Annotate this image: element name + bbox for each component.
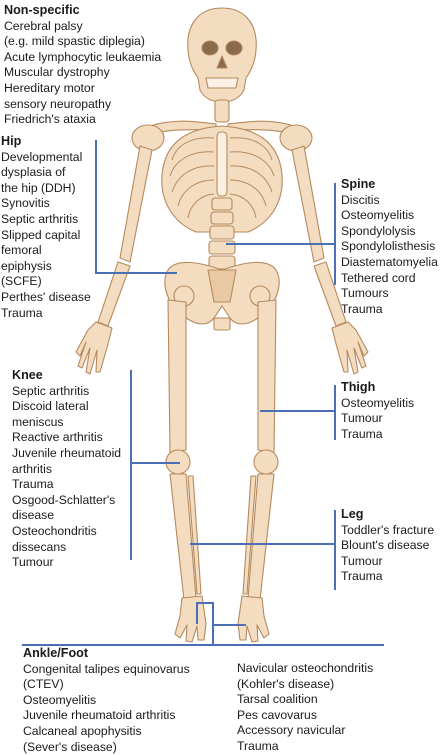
spine-pointer-vertical xyxy=(334,183,336,285)
list-item: Trauma xyxy=(341,301,383,316)
list-item: Septic arthritis xyxy=(12,383,90,398)
list-item: Perthes' disease xyxy=(1,289,91,304)
list-item: Toddler's fracture xyxy=(341,522,435,537)
hand-left xyxy=(75,321,113,375)
foot-left xyxy=(174,595,207,643)
list-item: Juvenile rheumatoid arthritis xyxy=(23,708,176,723)
nasal-cavity xyxy=(216,55,228,69)
list-item: Hereditary motor sensory neuropathy xyxy=(4,80,112,111)
list-item: Trauma xyxy=(1,305,43,320)
sacrum xyxy=(207,269,237,303)
list-item: Cerebral palsy (e.g. mild spastic dipleg… xyxy=(4,18,145,49)
leg-pointer-horizontal xyxy=(190,543,336,545)
ankle-pointer-right-foot xyxy=(212,624,246,626)
sternum xyxy=(216,131,228,197)
list-item: Trauma xyxy=(12,477,54,492)
group-heading: Ankle/Foot xyxy=(23,646,89,660)
eye-socket-right xyxy=(225,40,243,56)
list-item: Juvenile rheumatoid arthritis xyxy=(12,445,122,476)
shoulder-left xyxy=(131,124,165,152)
list-item: Friedrich's ataxia xyxy=(4,112,96,127)
list-item: Slipped capital femoral epiphysis (SCFE) xyxy=(1,227,81,289)
lumbar-vertebrae xyxy=(208,197,236,270)
group-heading: Leg xyxy=(341,507,364,521)
ankle-pointer-baseline xyxy=(22,644,384,646)
ankle-pointer-stem xyxy=(212,602,214,644)
fibula-left xyxy=(187,475,202,595)
list-item: Osteomyelitis xyxy=(341,208,415,223)
list-item: Spondylolysis xyxy=(341,223,416,238)
list-item: Trauma xyxy=(237,738,279,753)
group-heading: Hip xyxy=(1,134,22,148)
list-item: Muscular dystrophy xyxy=(4,65,110,80)
list-item: Osteomyelitis xyxy=(23,692,97,707)
list-item: Navicular osteochondritis (Kohler's dise… xyxy=(237,661,374,691)
cervical-vertebrae xyxy=(214,99,230,123)
knee-right xyxy=(253,449,279,475)
eye-socket-left xyxy=(201,40,219,56)
list-item: Septic arthritis xyxy=(1,211,79,226)
knee-pointer-vertical xyxy=(130,370,132,560)
thigh-pointer-horizontal xyxy=(260,410,336,412)
knee-pointer-horizontal xyxy=(130,462,180,464)
list-item: Trauma xyxy=(341,426,383,441)
list-item: Osteomyelitis xyxy=(341,395,415,410)
group-leg: Leg Toddler's fracture Blount's disease … xyxy=(341,507,439,585)
group-hip: Hip Developmental dysplasia of the hip (… xyxy=(1,134,95,321)
group-heading: Non-specific xyxy=(4,3,80,17)
teeth xyxy=(205,77,239,89)
list-item: Developmental dysplasia of the hip (DDH) xyxy=(1,149,83,195)
list-item: Accessory navicular xyxy=(237,723,346,738)
list-item: Tethered cord xyxy=(341,270,416,285)
group-knee: Knee Septic arthritis Discoid lateral me… xyxy=(12,368,130,571)
spine-pointer-horizontal xyxy=(226,243,336,245)
group-nonspecific: Non-specific Cerebral palsy (e.g. mild s… xyxy=(4,3,204,128)
list-item: Osgood-Schlatter's disease xyxy=(12,492,116,523)
group-heading: Spine xyxy=(341,177,376,191)
list-item: Trauma xyxy=(341,569,383,584)
thigh-pointer-vertical xyxy=(334,385,336,440)
femur-right xyxy=(257,299,277,453)
group-heading: Thigh xyxy=(341,380,376,394)
list-item: Tumour xyxy=(341,411,383,426)
group-heading: Knee xyxy=(12,368,43,382)
leg-pointer-vertical xyxy=(334,510,336,590)
list-item: Discitis xyxy=(341,192,380,207)
hip-pointer-horizontal xyxy=(95,272,177,274)
list-item: Synovitis xyxy=(1,196,50,211)
humerus-left xyxy=(119,145,153,263)
foot-right xyxy=(237,595,270,643)
humerus-right xyxy=(291,145,325,263)
shoulder-right xyxy=(279,124,313,152)
list-item: Tumours xyxy=(341,286,389,301)
list-item: Spondylolisthesis xyxy=(341,239,436,254)
list-item: Osteochondritis dissecans xyxy=(12,523,97,554)
list-item: Diastematomyelia xyxy=(341,254,438,269)
list-item: Blount's disease xyxy=(341,538,430,553)
hip-pointer-vertical xyxy=(95,140,97,274)
group-spine: Spine Discitis Osteomyelitis Spondylolys… xyxy=(341,177,439,317)
list-item: Congenital talipes equinovarus (CTEV) xyxy=(23,661,190,692)
ankle-pointer-left-foot-vertical xyxy=(196,602,198,624)
fibula-right xyxy=(242,475,257,595)
group-ankle-foot-right: Navicular osteochondritis (Kohler's dise… xyxy=(237,661,437,755)
pubic-symphysis xyxy=(213,317,231,331)
list-item: Calcaneal apophysitis (Sever's disease) xyxy=(23,723,142,754)
list-item: Tumour xyxy=(341,553,383,568)
hand-right xyxy=(331,321,369,375)
list-item: Reactive arthritis xyxy=(12,430,103,445)
list-item: Pes cavovarus xyxy=(237,707,317,722)
list-item: Tarsal coalition xyxy=(237,692,318,707)
group-ankle-foot: Ankle/Foot Congenital talipes equinovaru… xyxy=(23,646,223,755)
list-item: Discoid lateral meniscus xyxy=(12,399,89,429)
list-item: Acute lymphocytic leukaemia xyxy=(4,49,162,64)
ankle-pointer-top xyxy=(196,602,214,604)
list-item: Tumour xyxy=(12,555,54,570)
femur-left xyxy=(167,299,187,453)
group-thigh: Thigh Osteomyelitis Tumour Trauma xyxy=(341,380,439,442)
